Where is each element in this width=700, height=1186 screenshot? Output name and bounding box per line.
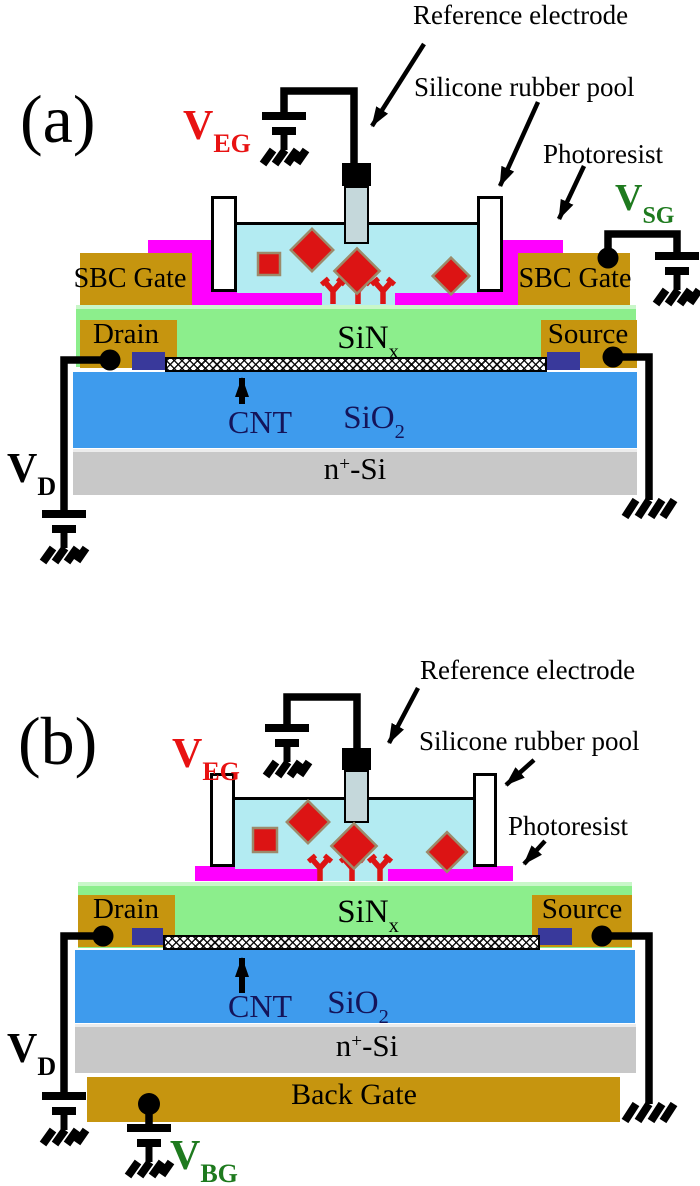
veg-sub: EG bbox=[213, 129, 251, 158]
sinx-b-main: SiN bbox=[337, 894, 389, 930]
nsi-b-post: -Si bbox=[362, 1028, 399, 1063]
panel-b-photoresist-label: Photoresist bbox=[508, 811, 629, 841]
panel-a-vd-label: VD bbox=[7, 446, 56, 500]
panel-b-vbg-label: VBG bbox=[170, 1133, 238, 1186]
sinx-b-sub: x bbox=[388, 915, 399, 937]
sinx-main: SiN bbox=[337, 320, 389, 356]
panel-b-reference-electrode-body bbox=[344, 770, 369, 823]
vsg-sub: SG bbox=[642, 203, 675, 229]
panel-a-veg-label: VEG bbox=[183, 103, 251, 157]
panel-b-back-gate-layer bbox=[87, 1077, 620, 1122]
panel-a-nsi-label: n+-Si bbox=[323, 451, 387, 486]
veg-b-main: V bbox=[172, 731, 203, 777]
panel-a-sbc-gate-right-label: SBC Gate bbox=[518, 263, 632, 294]
panel-a-drain-label: Drain bbox=[92, 318, 160, 350]
panel-a-reference-electrode-label: Reference electrode bbox=[413, 0, 629, 30]
panel-a-silicone-rubber-pool-label: Silicone rubber pool bbox=[414, 72, 635, 102]
panel-b-nsi-label: n+-Si bbox=[335, 1028, 399, 1063]
vd-b-sub: D bbox=[37, 1052, 57, 1081]
panel-b-pool-wall-left bbox=[210, 773, 235, 867]
panel-a-contact-left bbox=[132, 352, 165, 370]
panel-a-tag: (a) bbox=[20, 81, 96, 157]
panel-b-back-gate-label: Back Gate bbox=[291, 1078, 417, 1111]
vbg-main: V bbox=[170, 1133, 201, 1179]
panel-a-sio2-label: SiO2 bbox=[343, 400, 405, 443]
nsi-b-pre: n bbox=[335, 1028, 352, 1063]
panel-a-cnt-channel bbox=[165, 357, 547, 372]
nsi-post: -Si bbox=[350, 451, 387, 486]
panel-b-photoresist-opening bbox=[320, 866, 388, 881]
panel-b-pool-wall-right bbox=[473, 773, 497, 867]
panel-b-contact-right bbox=[538, 928, 572, 945]
vd-b-main: V bbox=[7, 1026, 38, 1072]
panel-b-vd-label: VD bbox=[7, 1026, 56, 1080]
panel-b-contact-left bbox=[132, 928, 163, 945]
panel-a-contact-right bbox=[547, 352, 580, 370]
veg-b-sub: EG bbox=[202, 757, 240, 786]
sio2-sub: 2 bbox=[394, 421, 405, 443]
panel-a-source-label: Source bbox=[547, 318, 629, 350]
vd-sub: D bbox=[37, 472, 57, 501]
sinx-sub: x bbox=[388, 341, 399, 363]
panel-a-reference-electrode-body bbox=[344, 186, 369, 244]
panel-a-sinx-label: SiNx bbox=[337, 320, 399, 363]
vsg-main: V bbox=[615, 177, 643, 219]
panel-a-pool-wall-right bbox=[477, 196, 503, 292]
panel-a-photoresist-label: Photoresist bbox=[543, 139, 664, 169]
panel-b-nsi-layer bbox=[75, 1024, 636, 1073]
sio2-b-main: SiO bbox=[327, 985, 379, 1021]
panel-b-source-label: Source bbox=[541, 893, 623, 925]
panel-b-sio2-label: SiO2 bbox=[327, 985, 389, 1028]
panel-a-vsg-label: VSG bbox=[615, 177, 674, 229]
sio2-main: SiO bbox=[343, 400, 395, 436]
panel-b-sinx-label: SiNx bbox=[337, 894, 399, 937]
sio2-b-sub: 2 bbox=[378, 1006, 389, 1028]
panel-a-pool-wall-left bbox=[211, 196, 237, 292]
panel-a-sbc-gate-left bbox=[80, 253, 192, 305]
vd-main: V bbox=[7, 446, 38, 492]
panel-a-reference-electrode-cap bbox=[342, 163, 371, 186]
panel-b-reference-electrode-label: Reference electrode bbox=[420, 655, 636, 685]
nsi-sup: + bbox=[339, 454, 351, 475]
nsi-b-sup: + bbox=[351, 1031, 363, 1052]
panel-b-sio2-layer bbox=[75, 950, 635, 1023]
panel-a-sbc-gate-left-label: SBC Gate bbox=[73, 263, 187, 294]
panel-b-tag: (b) bbox=[18, 703, 98, 779]
panel-b-cnt-channel bbox=[163, 935, 540, 950]
panel-a-nsi-layer bbox=[73, 449, 637, 495]
vbg-sub: BG bbox=[200, 1159, 238, 1186]
veg-main: V bbox=[183, 103, 214, 149]
nsi-pre: n bbox=[323, 451, 340, 486]
panel-a-sio2-layer bbox=[73, 372, 637, 448]
panel-b-cnt-label: CNT bbox=[228, 988, 292, 1024]
panel-b-reference-electrode-cap bbox=[342, 748, 371, 770]
panel-b-drain-label: Drain bbox=[92, 893, 160, 925]
panel-b-silicone-rubber-pool-label: Silicone rubber pool bbox=[419, 726, 640, 756]
panel-a-cnt-label: CNT bbox=[228, 404, 292, 440]
panel-b-veg-label: VEG bbox=[172, 731, 240, 785]
